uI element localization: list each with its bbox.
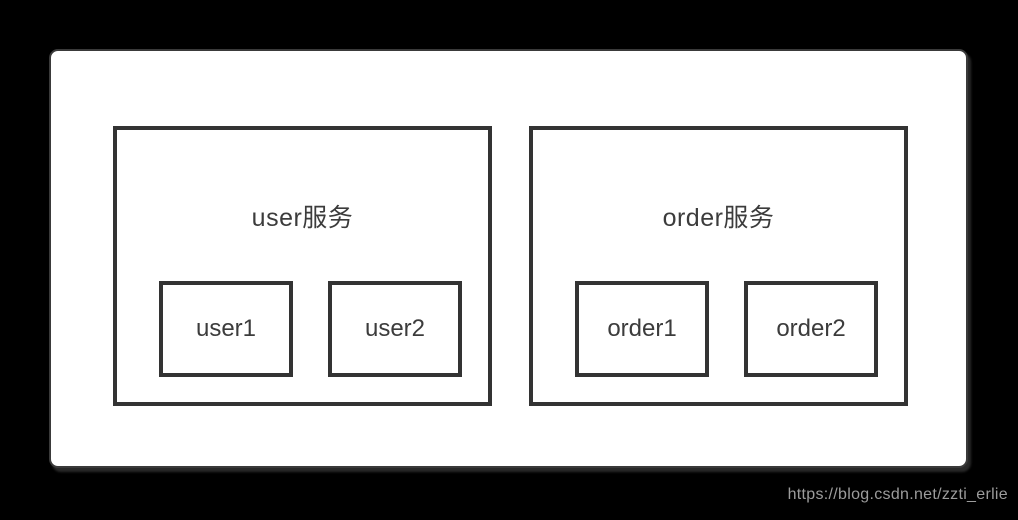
service-title-order: order服务 (662, 204, 775, 232)
service-box-order: order服务 order1 order2 (529, 126, 908, 406)
watermark-link: https://blog.csdn.net/zzti_erlie (787, 486, 1008, 503)
node-user2: user2 (328, 281, 462, 377)
node-order1: order1 (575, 281, 709, 377)
service-box-user: user服务 user1 user2 (113, 126, 492, 406)
node-order2: order2 (744, 281, 878, 377)
node-user1: user1 (159, 281, 293, 377)
diagram-panel: user服务 user1 user2 order服务 order1 order2 (49, 49, 968, 468)
service-title-user: user服务 (251, 204, 354, 232)
